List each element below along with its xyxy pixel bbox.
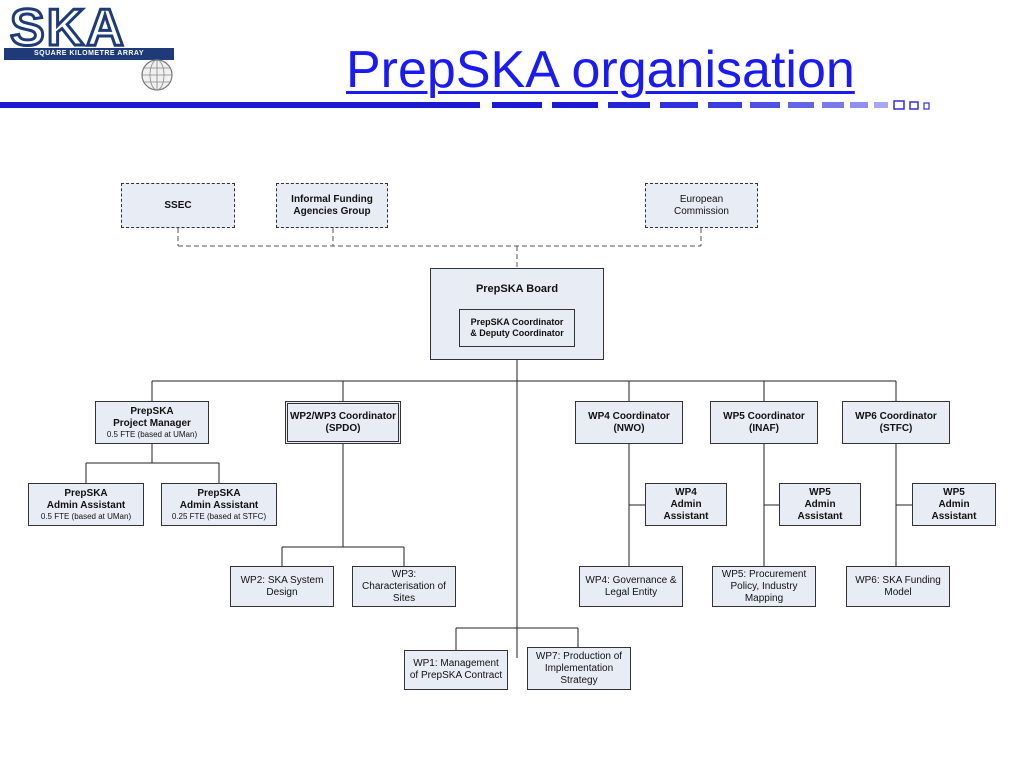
wp4-coordinator-line1: WP4 Coordinator (588, 410, 670, 422)
wp5-line3: Mapping (744, 592, 784, 604)
admin-assistant-stfc-fte: 0.25 FTE (based at STFC) (171, 511, 267, 521)
wp4-admin-line2: Admin (670, 498, 702, 510)
admin-assistant-stfc-line1: PrepSKA (197, 487, 241, 499)
wp4-coordinator-box: WP4 Coordinator (NWO) (575, 401, 683, 444)
coordinator-box: PrepSKA Coordinator & Deputy Coordinator (459, 309, 575, 347)
wp4-line2: Legal Entity (604, 586, 658, 598)
admin-assistant-uman-box: PrepSKA Admin Assistant 0.5 FTE (based a… (28, 483, 144, 526)
wp3-line1: WP3: (391, 568, 417, 580)
admin-assistant-uman-fte: 0.5 FTE (based at UMan) (40, 511, 132, 521)
wp2-wp3-coordinator-line2: (SPDO) (325, 422, 361, 434)
project-manager-line2: Project Manager (113, 417, 191, 429)
wp5-line2: Policy, Industry (730, 580, 798, 592)
coordinator-line1: PrepSKA Coordinator (470, 317, 564, 327)
wp5-coordinator-box: WP5 Coordinator (INAF) (710, 401, 818, 444)
wp5-admin-line3: Assistant (797, 510, 843, 522)
wp3-box: WP3: Characterisation of Sites (352, 566, 456, 607)
european-commission-box: European Commission (645, 183, 758, 228)
wp6-box: WP6: SKA Funding Model (846, 566, 950, 607)
wp5-coordinator-line2: (INAF) (749, 422, 779, 434)
prepska-board-title: PrepSKA Board (475, 283, 559, 295)
wp4-line1: WP4: Governance & (585, 574, 677, 586)
wp6-coordinator-line2: (STFC) (879, 422, 913, 434)
wp4-admin-line3: Assistant (663, 510, 709, 522)
wp5-coordinator-line1: WP5 Coordinator (723, 410, 805, 422)
wp6-admin-line1: WP5 (943, 486, 965, 498)
logo-letters: SKA (9, 0, 126, 57)
wp7-box: WP7: Production of Implementation Strate… (527, 647, 631, 690)
wp6-admin-assistant-box: WP5 Admin Assistant (912, 483, 996, 526)
funding-agencies-box: Informal Funding Agencies Group (276, 183, 388, 228)
wp4-coordinator-line2: (NWO) (613, 422, 645, 434)
wp1-line2: of PrepSKA Contract (409, 670, 503, 681)
coordinator-line2: & Deputy Coordinator (470, 328, 564, 338)
wp2-line2: Design (266, 586, 298, 598)
funding-agencies-line1: Informal Funding (291, 193, 373, 205)
wp6-line1: WP6: SKA Funding (855, 574, 941, 586)
ssec-label: SSEC (164, 199, 192, 211)
project-manager-fte: 0.5 FTE (based at UMan) (106, 429, 198, 439)
wp5-box: WP5: Procurement Policy, Industry Mappin… (712, 566, 816, 607)
wp1-line1: WP1: Management (413, 658, 499, 669)
admin-assistant-stfc-box: PrepSKA Admin Assistant 0.25 FTE (based … (161, 483, 277, 526)
wp6-coordinator-line1: WP6 Coordinator (855, 410, 937, 422)
wp5-line1: WP5: Procurement (721, 568, 807, 580)
prepska-board-box: PrepSKA Board PrepSKA Coordinator & Depu… (430, 268, 604, 360)
wp6-admin-line2: Admin (938, 498, 970, 510)
wp7-line2: Implementation (544, 662, 614, 674)
wp3-line3: Sites (392, 592, 416, 604)
page-title: PrepSKA organisation (346, 41, 855, 99)
wp3-line2: Characterisation of (362, 580, 446, 592)
globe-icon (141, 59, 173, 91)
wp4-admin-assistant-box: WP4 Admin Assistant (645, 483, 727, 526)
funding-agencies-line2: Agencies Group (293, 205, 371, 217)
wp4-admin-line1: WP4 (675, 486, 697, 498)
wp7-line3: Strategy (560, 674, 598, 686)
wp5-admin-assistant-box: WP5 Admin Assistant (779, 483, 861, 526)
wp2-box: WP2: SKA System Design (230, 566, 334, 607)
ska-logo: SKA SQUARE KILOMETRE ARRAY (4, 0, 176, 98)
wp1-box: WP1: Management of PrepSKA Contract (404, 650, 508, 690)
european-commission-line2: Commission (673, 205, 729, 217)
wp5-admin-line2: Admin (804, 498, 836, 510)
admin-assistant-uman-line1: PrepSKA (64, 487, 108, 499)
wp6-admin-line3: Assistant (931, 510, 977, 522)
wp5-admin-line1: WP5 (809, 486, 831, 498)
wp2-wp3-coordinator-box: WP2/WP3 Coordinator (SPDO) (285, 401, 401, 444)
project-manager-line1: PrepSKA (130, 405, 174, 417)
wp6-coordinator-box: WP6 Coordinator (STFC) (842, 401, 950, 444)
european-commission-line1: European (679, 193, 724, 205)
project-manager-box: PrepSKA Project Manager 0.5 FTE (based a… (95, 401, 209, 444)
wp2-line1: WP2: SKA System (240, 574, 324, 586)
wp4-box: WP4: Governance & Legal Entity (579, 566, 683, 607)
logo-band: SQUARE KILOMETRE ARRAY (4, 48, 174, 60)
wp7-line1: WP7: Production of (535, 650, 623, 662)
admin-assistant-uman-line2: Admin Assistant (46, 499, 126, 511)
ssec-box: SSEC (121, 183, 235, 228)
wp6-line2: Model (884, 586, 912, 598)
admin-assistant-stfc-line2: Admin Assistant (179, 499, 259, 511)
title-rule (0, 100, 930, 110)
wp2-wp3-coordinator-line1: WP2/WP3 Coordinator (289, 410, 397, 422)
